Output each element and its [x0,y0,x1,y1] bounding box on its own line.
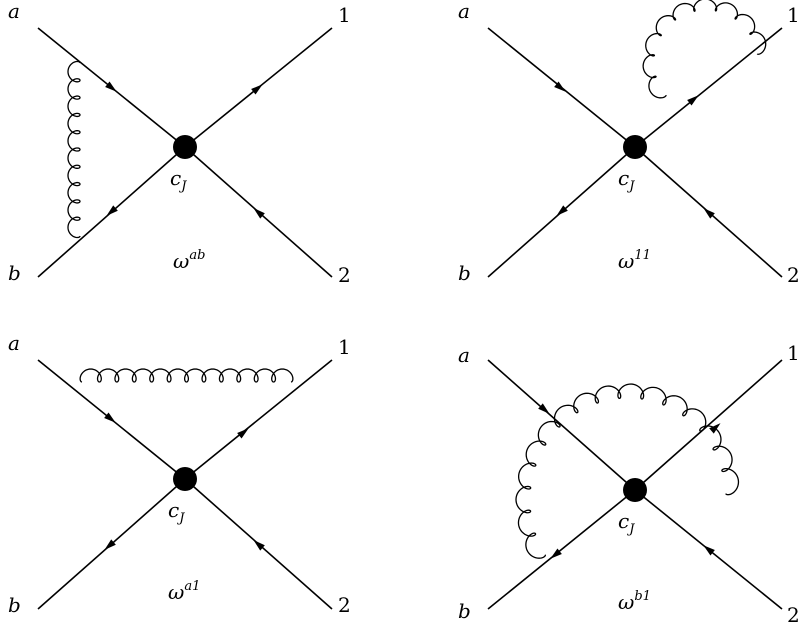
vertex-label: cJ [618,509,635,537]
arrow-b [556,205,568,216]
gluon-path [642,0,767,99]
arrow-2 [253,208,265,219]
arrow-b [106,205,118,216]
vertex-blob [623,478,647,502]
label-a: a [458,343,470,367]
vertex-label: cJ [170,166,187,194]
arrow-2 [703,545,715,556]
label-b: b [458,599,471,623]
gluon-path [515,383,740,559]
label-1: 1 [787,3,800,27]
fermion-line-b [487,489,636,610]
arrow-a [554,81,566,92]
vertex-blob [173,135,197,159]
label-b: b [8,261,21,285]
arrow-a [538,403,550,414]
label-2: 2 [787,263,800,287]
vertex-label: cJ [618,166,635,194]
diagram-ab: a b 1 2 cJ ωab [8,0,351,287]
label-a: a [8,331,20,355]
fermion-line-1 [184,359,333,480]
arrow-a [105,81,117,92]
diagram-a1: a b 1 2 cJ ωa1 [8,331,351,617]
caption: ωab [173,248,205,273]
label-b: b [8,593,21,617]
arrow-b [550,548,562,559]
label-a: a [458,0,470,23]
gluon-loop [515,383,740,559]
diagram-11: a b 1 2 cJ ω11 [458,0,800,287]
fermion-line-a [487,359,636,491]
diagram-b1: a b 1 2 cJ ωb1 [458,341,800,627]
label-1: 1 [787,341,800,365]
fermion-line-1 [634,359,783,491]
label-1: 1 [338,3,351,27]
arrow-2 [253,540,265,551]
label-b: b [458,261,471,285]
arrow-1 [237,428,249,439]
gluon-path [79,368,294,383]
arrow-1 [687,95,699,106]
caption: ω11 [618,248,651,273]
gluon-loop [642,0,767,99]
gluon-loop [67,60,81,239]
vertex-blob [173,467,197,491]
arrow-2 [703,208,715,219]
gluon-path [67,60,81,239]
gluon-loop [79,368,294,383]
caption: ωb1 [618,589,651,614]
caption: ωa1 [168,579,200,604]
arrow-b [104,539,116,550]
vertex-label: cJ [168,498,185,526]
label-a: a [8,0,20,23]
fermion-line-1 [634,27,783,148]
label-2: 2 [338,593,351,617]
arrow-a [104,412,116,423]
vertex-blob [623,135,647,159]
label-1: 1 [338,335,351,359]
label-2: 2 [338,263,351,287]
label-2: 2 [787,603,800,627]
arrow-1 [251,84,263,95]
